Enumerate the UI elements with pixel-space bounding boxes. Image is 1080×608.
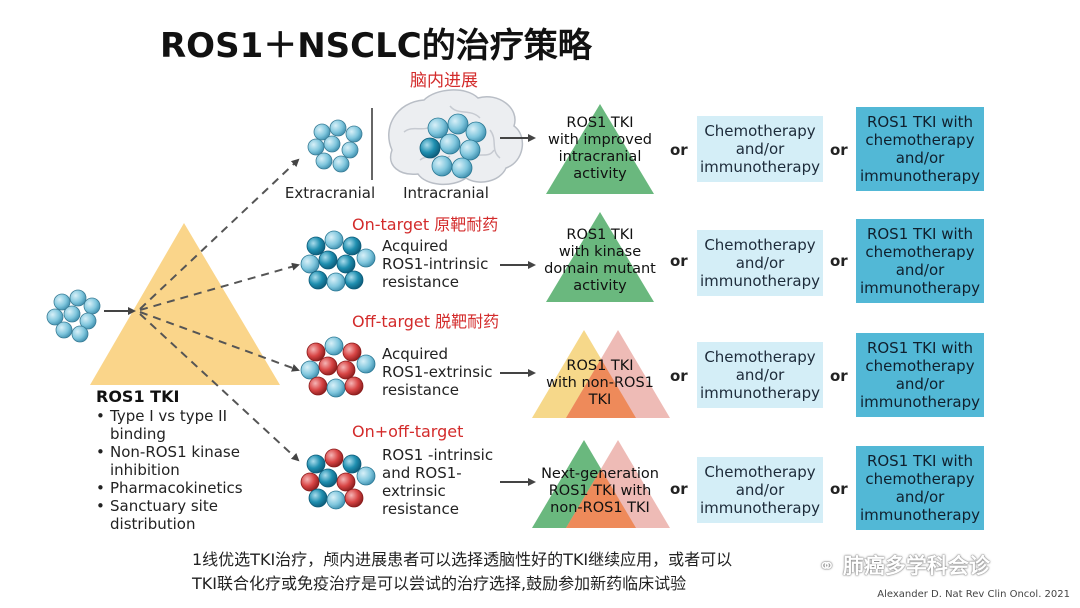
chemo-box-row2: Chemotherapy and/or immunotherapy	[697, 230, 823, 296]
off-target-cell-cluster	[300, 336, 376, 398]
row3-header-en: Off-target	[352, 312, 431, 331]
row3-header: Off-target 脱靶耐药	[352, 313, 499, 331]
ros1-tki-central-triangle	[90, 223, 280, 385]
caption-line-2: TKI联合化疗或免疫治疗是可以尝试的治疗选择,鼓励参加新药临床试验	[192, 574, 687, 593]
or-label-row1-a: or	[670, 141, 688, 159]
treatment-label-row4: Next-generation ROS1 TKI with non-ROS1 T…	[541, 466, 659, 516]
intracranial-cell-cluster	[419, 113, 487, 179]
or-label-row4-a: or	[670, 480, 688, 498]
combo-box-row4: ROS1 TKI with chemotherapy and/or immuno…	[856, 446, 984, 530]
extracranial-label: Extracranial	[284, 184, 376, 202]
caption-line-1: 1线优选TKI治疗，颅内进展患者可以选择透脑性好的TKI继续应用，或者可以	[192, 550, 733, 569]
wechat-icon: ⚭	[818, 554, 836, 578]
row2-header: On-target 原靶耐药	[352, 216, 498, 234]
intracranial-label: Intracranial	[403, 184, 489, 202]
ros1-tki-item: Sanctuary site distribution	[96, 497, 270, 533]
row1-header: 脑内进展	[410, 71, 478, 91]
on-off-target-cell-cluster	[300, 448, 376, 510]
chemo-box-row1: Chemotherapy and/or immunotherapy	[697, 116, 823, 182]
dashed-arrow-row4	[139, 313, 300, 462]
source-citation: Alexander D. Nat Rev Clin Oncol. 2021	[877, 589, 1070, 600]
row2-description: Acquired ROS1-intrinsic resistance	[382, 237, 489, 291]
or-label-row1-b: or	[830, 141, 848, 159]
ros1-tki-item: Type I vs type II binding	[96, 407, 270, 443]
treatment-label-row3: ROS1 TKI with non-ROS1 TKI	[546, 358, 654, 408]
dashed-arrow-row3	[139, 311, 300, 372]
treatment-triangle-row1	[546, 104, 654, 194]
or-label-row3-b: or	[830, 367, 848, 385]
or-label-row4-b: or	[830, 480, 848, 498]
row4-description: ROS1 -intrinsic and ROS1- extrinsic resi…	[382, 446, 494, 518]
treatment-triangle-row2	[546, 212, 654, 302]
ros1-tki-item: Non-ROS1 kinase inhibition	[96, 443, 270, 479]
chemo-box-row3: Chemotherapy and/or immunotherapy	[697, 342, 823, 408]
ros1-tki-title: ROS1 TKI	[96, 387, 180, 406]
treatment-triangle-row4-overlap	[566, 469, 636, 528]
watermark: ⚭ 肺癌多学科会诊	[818, 550, 990, 580]
treatment-label-row1: ROS1 TKI with improved intracranial acti…	[548, 115, 652, 182]
treatment-triangle-row3-overlap	[566, 359, 636, 418]
row2-header-cn: 原靶耐药	[434, 215, 499, 234]
combo-box-row1: ROS1 TKI with chemotherapy and/or immuno…	[856, 107, 984, 191]
or-label-row3-a: or	[670, 367, 688, 385]
combo-box-row2: ROS1 TKI with chemotherapy and/or immuno…	[856, 219, 984, 303]
row4-header: On+off-target	[352, 422, 464, 441]
chemo-box-row4: Chemotherapy and/or immunotherapy	[697, 457, 823, 523]
row3-header-cn: 脱靶耐药	[435, 312, 500, 331]
ros1-tki-list: Type I vs type II binding Non-ROS1 kinas…	[96, 407, 270, 533]
extracranial-cell-cluster	[307, 119, 363, 173]
row2-header-en: On-target	[352, 215, 430, 234]
row3-description: Acquired ROS1-extrinsic resistance	[382, 345, 493, 399]
page-title: ROS1＋NSCLC的治疗策略	[160, 26, 592, 66]
treatment-label-row2: ROS1 TKI with kinase domain mutant activ…	[544, 227, 656, 294]
combo-box-row3: ROS1 TKI with chemotherapy and/or immuno…	[856, 333, 984, 417]
or-label-row2-b: or	[830, 252, 848, 270]
watermark-text: 肺癌多学科会诊	[842, 554, 990, 578]
on-target-cell-cluster	[300, 230, 376, 292]
or-label-row2-a: or	[670, 252, 688, 270]
initial-cell-cluster	[46, 289, 101, 343]
ros1-tki-item: Pharmacokinetics	[96, 479, 270, 497]
